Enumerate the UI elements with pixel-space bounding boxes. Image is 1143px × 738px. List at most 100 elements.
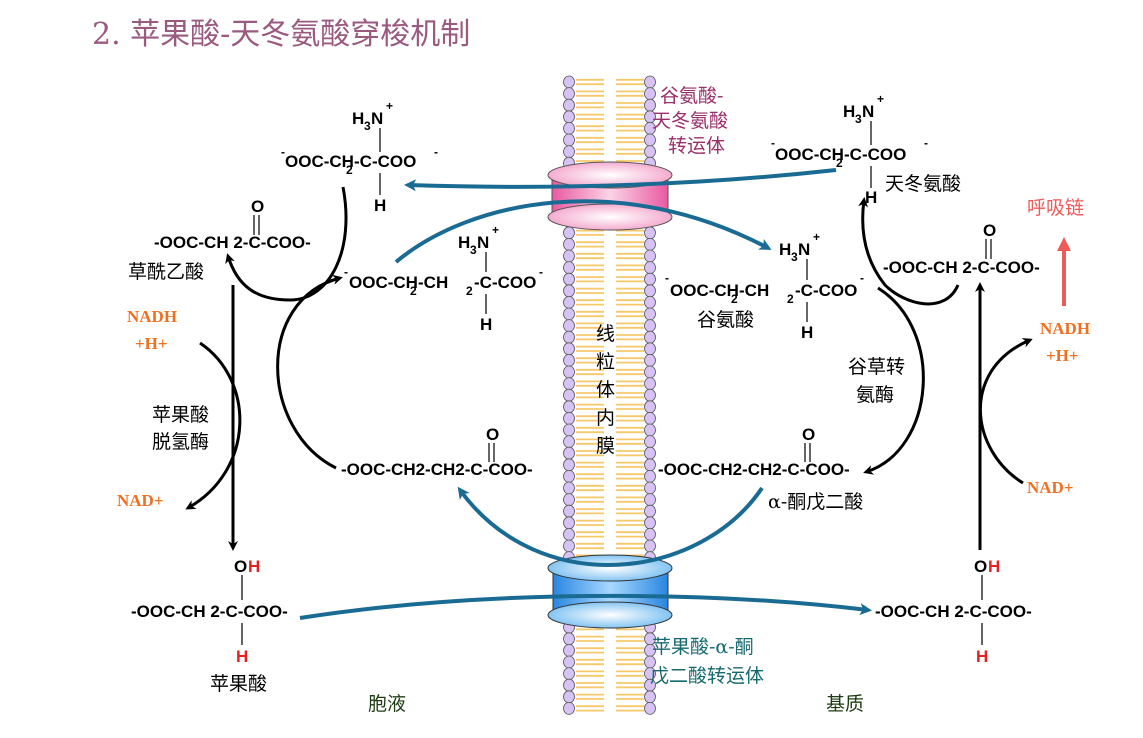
lipid-head [563, 261, 575, 275]
lipid-head [644, 377, 656, 391]
membrane-label-char: 膜 [596, 435, 615, 457]
lipid-head [563, 353, 575, 367]
formula-part: -CH [418, 273, 448, 292]
lipid-head [563, 504, 575, 518]
lipid-head [644, 516, 656, 530]
lipid-head [563, 342, 575, 356]
matrix-aspartate: H 3 N + - OOC-CH 2 -C-COO - H 天冬氨酸 [771, 92, 961, 207]
h-atom: H [779, 240, 791, 259]
n-atom: N [371, 109, 383, 128]
membrane-label-char: 体 [596, 379, 615, 401]
charge: - [860, 271, 864, 285]
lipid-head [644, 87, 656, 100]
n-atom: N [477, 233, 489, 252]
charge: - [665, 271, 669, 285]
lipid-head [644, 226, 656, 240]
lipid-head [563, 284, 575, 298]
lipid-head [644, 504, 656, 518]
matrix-hplus-label: +H+ [1046, 346, 1079, 365]
lipid-head [563, 655, 575, 669]
h-atom: H [843, 102, 855, 121]
lipid-head [563, 516, 575, 530]
aspartate-export-arrow [404, 168, 837, 192]
matrix-nadh-label: NADH [1040, 319, 1090, 338]
o-atom: O [974, 557, 987, 576]
lipid-head [563, 377, 575, 391]
subscript: 3 [791, 250, 798, 264]
h-atom: H [352, 109, 364, 128]
h-atom: H [248, 557, 260, 576]
lipid-head [644, 702, 656, 715]
lipid-head [644, 469, 656, 483]
transporter-label-line: 戊二酸转运体 [650, 665, 764, 687]
charge: - [539, 265, 543, 279]
respiratory-chain-label: 呼吸链 [1027, 197, 1084, 219]
h-atom: H [480, 315, 492, 334]
subscript: 2 [346, 163, 353, 177]
charge: + [877, 92, 884, 106]
lipid-head [563, 667, 575, 680]
lipid-head [644, 249, 656, 263]
asp-to-oaa-arrow [225, 186, 348, 302]
h-atom: H [458, 233, 470, 252]
nadh-to-nad-arrow [185, 341, 242, 510]
formula: -OOC-CH 2-C-COO- [875, 602, 1032, 621]
transport-arrows [299, 168, 872, 620]
charge: + [386, 99, 393, 113]
membrane-label-char: 内 [596, 407, 615, 429]
lipid-head [563, 133, 575, 147]
oaa-to-asp-arrow [858, 197, 960, 306]
cyto-oxaloacetate: O -OOC-CH 2-C-COO- 草酰乙酸 [128, 197, 311, 283]
cyto-alpha-ketoglutarate: O -OOC-CH2-CH2-C-COO- [341, 425, 533, 479]
glu-to-akg-arrow [863, 286, 925, 475]
formula-part: -C-COO [474, 273, 536, 292]
membrane-label: 线 粒 体 内 膜 [596, 323, 615, 457]
lipid-head [644, 272, 656, 286]
lipid-head [644, 446, 656, 460]
lipid-head [644, 435, 656, 449]
transporter-label-line: 谷氨酸- [660, 85, 723, 107]
matrix-glutamate: H 3 N + - OOC-CH 2 -CH 2 -C-COO - H 谷氨酸 [665, 230, 864, 342]
akg-to-glu-arrow [276, 274, 343, 470]
subscript: 2 [466, 284, 473, 298]
formula-part: OOC-CH [285, 152, 354, 171]
charge: - [434, 145, 438, 159]
malate-dehydrogenase-label: 脱氢酶 [152, 431, 209, 453]
glutamate-import-arrow [394, 199, 772, 264]
lipid-head [644, 330, 656, 344]
lipid-head [563, 98, 575, 112]
molecule-name: 草酰乙酸 [128, 261, 204, 283]
matrix-oxaloacetate: O -OOC-CH 2-C-COO- [883, 221, 1040, 277]
lipid-head [644, 261, 656, 275]
n-atom: N [798, 240, 810, 259]
lipid-head [563, 446, 575, 460]
lipid-head [644, 319, 656, 333]
lipid-head [563, 75, 575, 89]
h-atom: H [801, 323, 813, 342]
lipid-head [644, 295, 656, 309]
lipid-head [644, 75, 656, 89]
got-enzyme-label: 谷草转 [848, 356, 905, 378]
got-enzyme-label: 氨酶 [856, 384, 894, 406]
lipid-head [563, 411, 575, 425]
formula-part: OOC-CH [775, 145, 844, 164]
formula: -OOC-CH 2-C-COO- [883, 258, 1040, 277]
subscript: 3 [470, 243, 477, 257]
matrix-alpha-ketoglutarate: O -OOC-CH2-CH2-C-COO- α-酮戊二酸 [658, 425, 863, 513]
charge: - [771, 136, 775, 150]
cyto-nad-label: NAD+ [117, 491, 164, 510]
molecule-name: 天冬氨酸 [885, 173, 961, 195]
o-atom: O [234, 557, 247, 576]
subscript: 2 [787, 292, 794, 306]
h-atom: H [976, 647, 988, 666]
formula-part: OOC-CH [349, 273, 418, 292]
lipid-head [563, 481, 575, 495]
matrix-label: 基质 [826, 693, 864, 715]
lipid-head [563, 539, 575, 553]
lipid-head [563, 295, 575, 309]
charge: - [924, 136, 928, 150]
charge: + [492, 223, 499, 237]
membrane-label-char: 线 [596, 323, 615, 345]
lipid-head [644, 493, 656, 507]
